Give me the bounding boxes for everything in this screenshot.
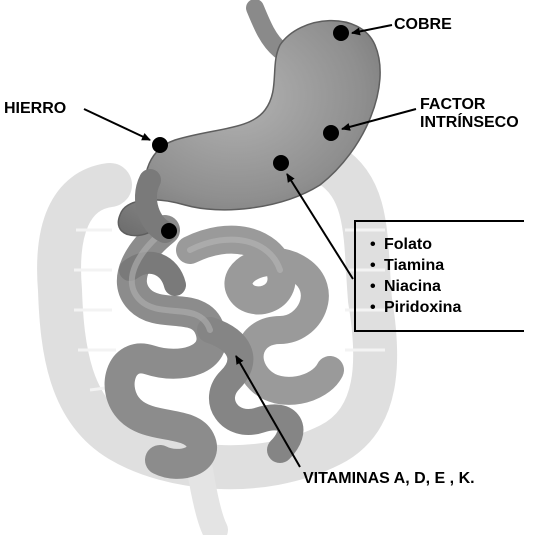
- bullet: •: [370, 297, 384, 318]
- marker-cobre: [333, 25, 349, 41]
- list-item: •Tiamina: [370, 255, 461, 276]
- vitamin-name: Niacina: [384, 278, 441, 295]
- b-vitamins-bracket: •Folato •Tiamina •Niacina •Piridoxina: [354, 220, 524, 332]
- marker-hierro: [152, 137, 168, 153]
- b-vitamins-list: •Folato •Tiamina •Niacina •Piridoxina: [370, 234, 461, 318]
- arrow-hierro: [84, 109, 150, 140]
- label-vitaminas-adek: VITAMINAS A, D, E , K.: [303, 470, 475, 488]
- label-factor-intrinseco: FACTOR INTRÍNSECO: [420, 96, 519, 132]
- marker-factor-intrinseco: [323, 125, 339, 141]
- bullet: •: [370, 234, 384, 255]
- small-intestine: [120, 230, 330, 464]
- list-item: •Folato: [370, 234, 461, 255]
- bullet: •: [370, 255, 384, 276]
- label-hierro: HIERRO: [4, 100, 66, 118]
- bullet: •: [370, 276, 384, 297]
- list-item: •Piridoxina: [370, 297, 461, 318]
- vitamin-name: Folato: [384, 236, 432, 253]
- vitamin-name: Tiamina: [384, 257, 444, 274]
- label-cobre: COBRE: [394, 16, 452, 34]
- marker-b-vitamins: [273, 155, 289, 171]
- vitamin-name: Piridoxina: [384, 299, 461, 316]
- marker-duodenum: [161, 223, 177, 239]
- label-factor-line1: FACTOR: [420, 96, 519, 114]
- label-factor-line2: INTRÍNSECO: [420, 114, 519, 132]
- list-item: •Niacina: [370, 276, 461, 297]
